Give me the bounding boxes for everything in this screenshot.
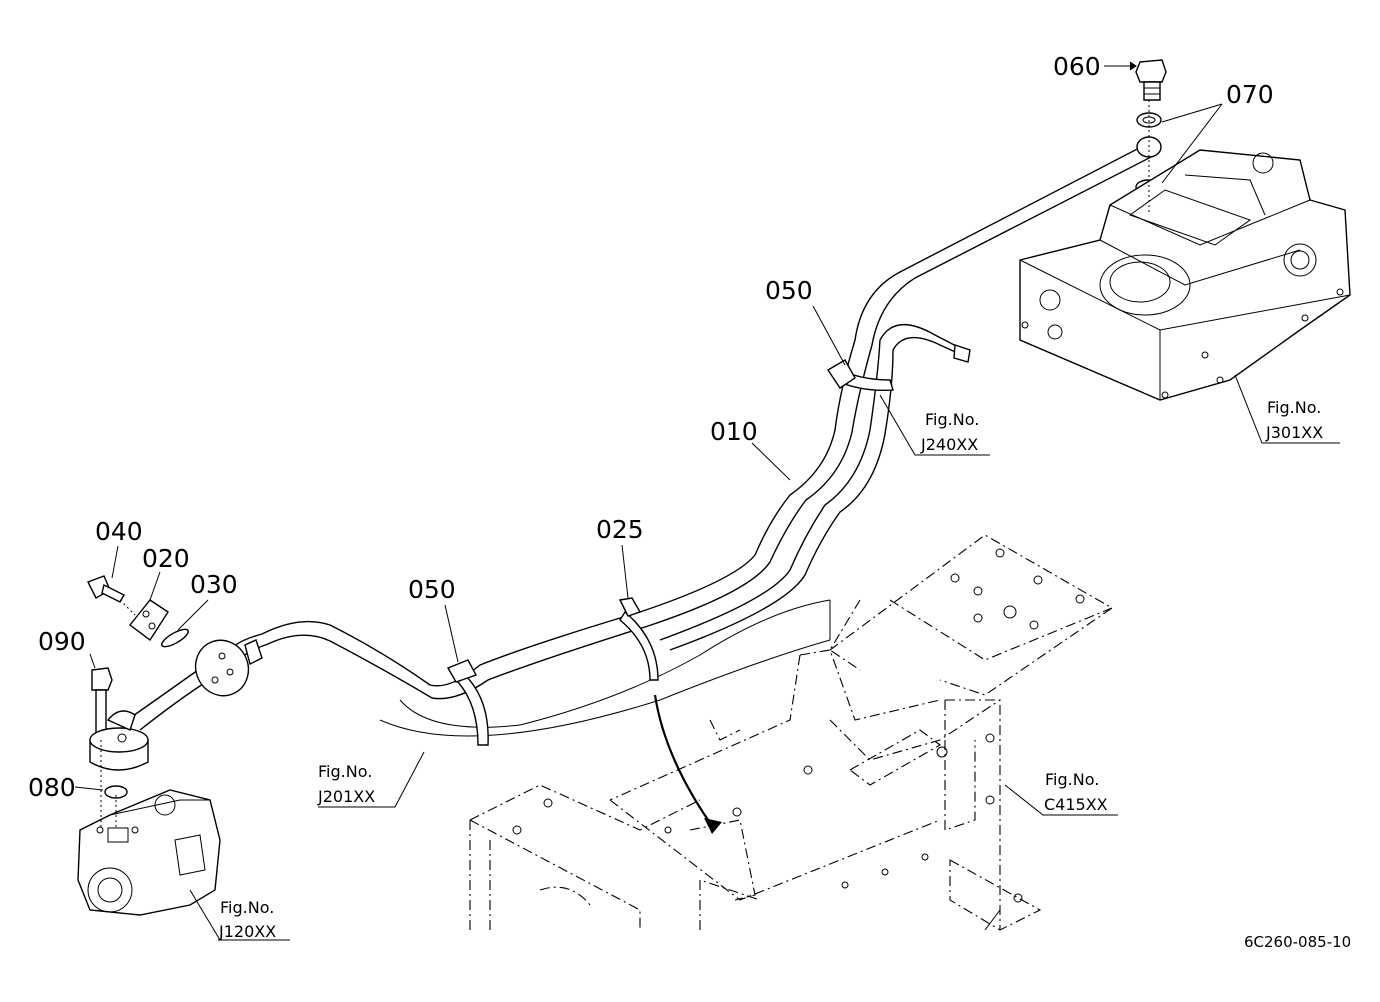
- plate-020: [129, 599, 169, 642]
- bolt-040: [87, 575, 125, 603]
- callout-090: 090: [38, 627, 86, 656]
- figref-j301-label: Fig.No.: [1267, 398, 1321, 417]
- figref-j201-code: J201XX: [317, 787, 375, 806]
- figref-j120-code: J120XX: [218, 922, 276, 941]
- figref-j301-code: J301XX: [1265, 423, 1323, 442]
- figref-j120-label: Fig.No.: [220, 898, 274, 917]
- diagram-reference-number: 6C260-085-10: [1244, 933, 1351, 951]
- callout-050-upper: 050: [765, 276, 813, 305]
- callout-040: 040: [95, 517, 143, 546]
- figref-c415-label: Fig.No.: [1045, 770, 1099, 789]
- callout-070: 070: [1226, 80, 1274, 109]
- chassis-hidden-lines: [379, 599, 831, 737]
- fitting-block: [89, 710, 149, 771]
- callout-030: 030: [190, 570, 238, 599]
- leader-lines: [74, 61, 1340, 941]
- callout-labels: 060 070 050 010 025 050 040 020 030 090 …: [28, 52, 1274, 802]
- figref-j240-label: Fig.No.: [925, 410, 979, 429]
- callout-010: 010: [710, 417, 758, 446]
- bolt-090: [91, 667, 113, 741]
- callout-060: 060: [1053, 52, 1101, 81]
- callout-050-lower: 050: [408, 575, 456, 604]
- callout-025: 025: [596, 515, 644, 544]
- pipe-fitting-block: [194, 639, 263, 697]
- banjo-bolt-060: [1135, 59, 1167, 101]
- callout-080: 080: [28, 773, 76, 802]
- o-ring-030: [161, 628, 189, 648]
- clamp-050-upper: [827, 359, 894, 391]
- clamp-025: [618, 597, 659, 681]
- o-ring-080: [104, 785, 128, 799]
- hydraulic-pump: [77, 789, 221, 916]
- figref-c415-code: C415XX: [1044, 795, 1108, 814]
- clamp-050-lower: [446, 659, 489, 746]
- assembly-axis-lines: [100, 100, 1150, 830]
- callout-020: 020: [142, 544, 190, 573]
- figref-j201-label: Fig.No.: [318, 762, 372, 781]
- hydraulic-housing: [1019, 149, 1351, 401]
- frame-assembly: [469, 534, 1114, 931]
- location-arrow: [653, 694, 722, 834]
- figure-references: Fig.No. J240XX Fig.No. J301XX Fig.No. J2…: [218, 398, 1323, 941]
- figref-j240-code: J240XX: [920, 435, 978, 454]
